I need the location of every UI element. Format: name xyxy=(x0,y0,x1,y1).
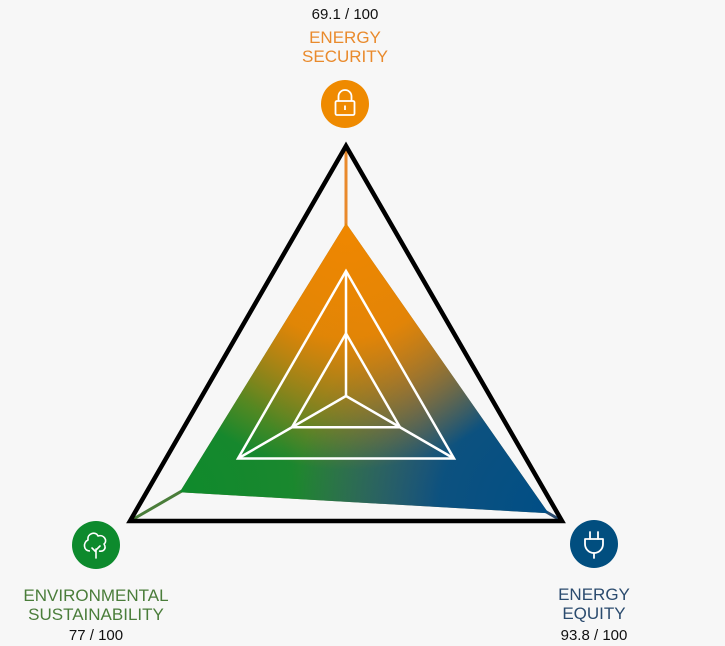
dimension-security: 69.1 / 100 ENERGY SECURITY xyxy=(302,6,388,128)
plug-icon xyxy=(570,520,618,568)
grid-level-50 xyxy=(289,330,403,429)
label-equity-line1: ENERGY xyxy=(558,585,630,604)
label-sustainability-line1: ENVIRONMENTAL xyxy=(23,586,168,605)
dimension-sustainability: ENVIRONMENTAL SUSTAINABILITY 77 / 100 xyxy=(23,521,169,644)
grid-spoke-equity xyxy=(345,394,455,460)
outer-triangle xyxy=(126,141,566,524)
label-sustainability-line2: SUSTAINABILITY xyxy=(28,605,164,624)
grid-spoke-sustainability xyxy=(237,394,347,460)
label-security-line2: SECURITY xyxy=(302,47,388,66)
dimension-equity: ENERGY EQUITY 93.8 / 100 xyxy=(558,520,630,644)
score-sustainability: 77 / 100 xyxy=(69,627,123,644)
grid-level-100-inner xyxy=(235,268,457,460)
score-equity: 93.8 / 100 xyxy=(561,627,628,644)
tree-icon xyxy=(72,521,120,569)
score-security: 69.1 / 100 xyxy=(312,6,379,23)
lock-icon xyxy=(321,80,369,128)
inner-grid xyxy=(235,268,457,460)
label-equity-line2: EQUITY xyxy=(562,604,625,623)
label-security-line1: ENERGY xyxy=(309,28,381,47)
